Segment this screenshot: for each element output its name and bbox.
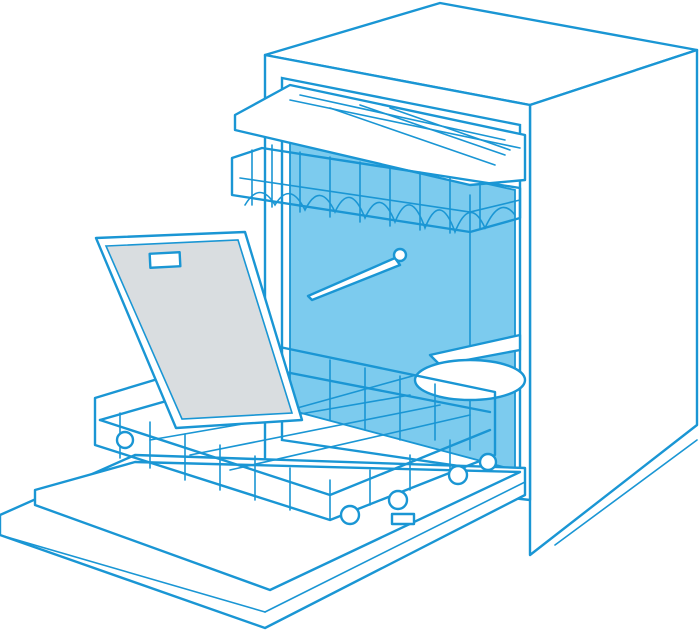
upper-spray-arm bbox=[306, 256, 402, 302]
filter-handle bbox=[148, 251, 182, 269]
filter-panel bbox=[94, 230, 304, 430]
door-latch bbox=[390, 512, 416, 526]
cabinet-side bbox=[528, 48, 699, 557]
lower-spray-arm bbox=[428, 333, 522, 367]
cutlery-tray bbox=[233, 83, 527, 187]
rack-wheels bbox=[115, 430, 498, 526]
upper-rack bbox=[230, 83, 527, 235]
filter-mesh bbox=[104, 239, 294, 420]
open-door bbox=[0, 453, 527, 630]
